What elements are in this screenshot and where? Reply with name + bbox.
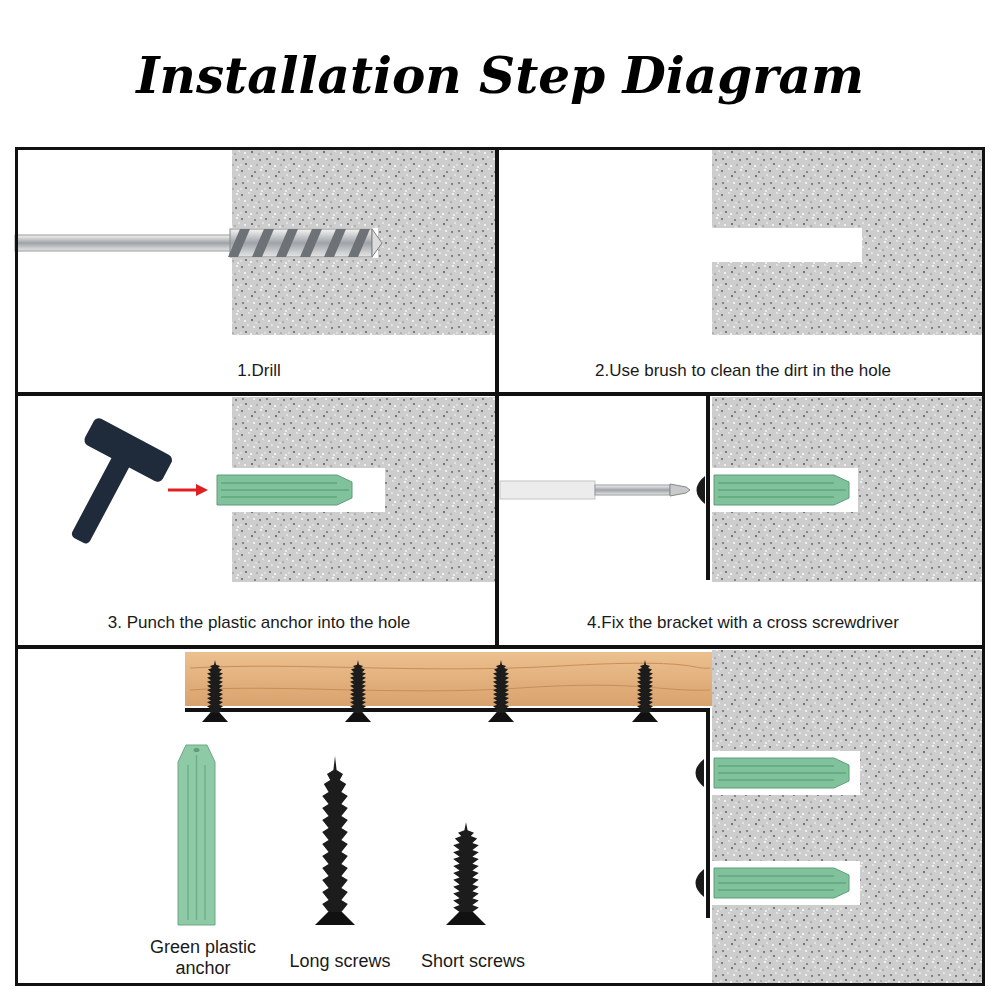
step-caption: 2.Use brush to clean the dirt in the hol… bbox=[595, 361, 891, 381]
step-panel: 3. Punch the plastic anchor into the hol… bbox=[15, 393, 498, 648]
diagram-title: Installation Step Diagram bbox=[136, 46, 864, 105]
part-label: Green plastic anchor bbox=[139, 937, 267, 978]
step-caption: 4.Fix the bracket with a cross screwdriv… bbox=[587, 613, 899, 633]
step-panel: 4.Fix the bracket with a cross screwdriv… bbox=[496, 393, 985, 648]
part-label: Short screws bbox=[421, 951, 525, 972]
step-caption: 3. Punch the plastic anchor into the hol… bbox=[108, 613, 410, 633]
part-label: Long screws bbox=[289, 951, 390, 972]
step-caption: 1.Drill bbox=[237, 361, 280, 381]
step-panel: 1.Drill bbox=[15, 147, 498, 395]
parts-panel: Green plastic anchor Long screws Short scr… bbox=[15, 646, 985, 986]
step-panel: 2.Use brush to clean the dirt in the hol… bbox=[496, 147, 985, 395]
